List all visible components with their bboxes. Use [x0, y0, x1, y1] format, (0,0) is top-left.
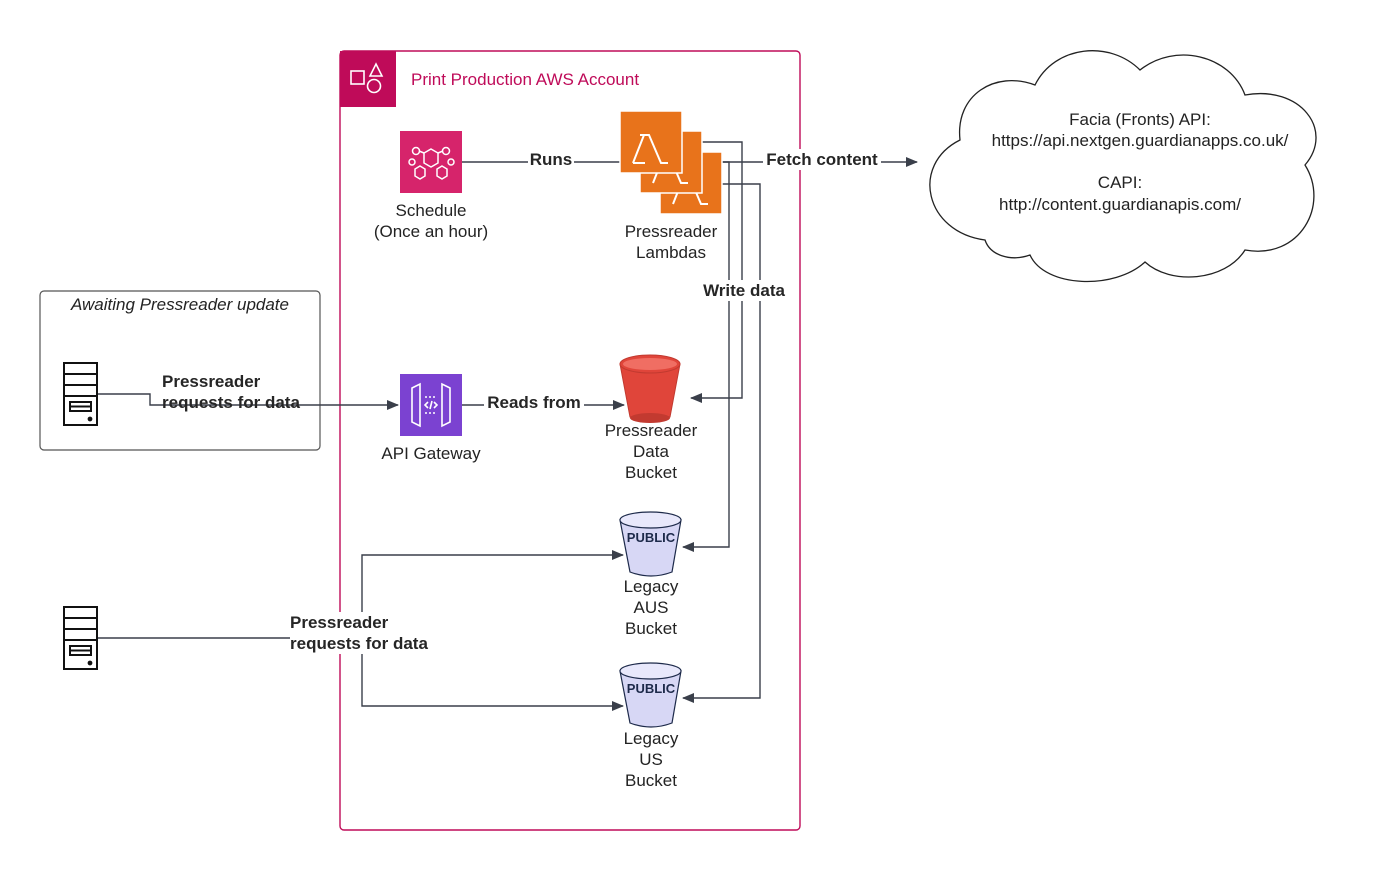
schedule-label: Schedule (Once an hour) — [373, 201, 489, 241]
lambdas-label: Pressreader Lambdas — [624, 222, 718, 262]
capi-url: http://content.guardianapis.com/ — [999, 195, 1241, 214]
server-icon — [63, 606, 98, 670]
edge-write-aus-bucket — [682, 161, 730, 552]
aws-account-border — [339, 50, 801, 831]
edge-label-requests-top: Pressreader requests for data — [162, 372, 300, 412]
edge-write-data-bucket — [681, 141, 743, 403]
edge-label-requests-bottom: Pressreader requests for data — [290, 612, 438, 654]
public-bucket-icon: PUBLIC — [619, 511, 682, 577]
edge-label-fetch-content: Fetch content — [763, 149, 881, 170]
facia-api-title: Facia (Fronts) API: — [1069, 110, 1211, 129]
aws-account-title: Print Production AWS Account — [411, 70, 640, 89]
aws-account-group-icon — [340, 51, 396, 107]
us-bucket-badge: PUBLIC — [627, 681, 676, 696]
edge-write-us-bucket — [682, 183, 761, 703]
data-bucket-label: Pressreader Data Bucket — [604, 421, 698, 482]
edge-label-reads-from: Reads from — [484, 392, 584, 413]
lambda-icon — [619, 110, 723, 215]
s3-bucket-icon — [619, 354, 681, 423]
edge-label-write-data: Write data — [699, 280, 789, 301]
aus-bucket-badge: PUBLIC — [627, 530, 676, 545]
awaiting-group-title: Awaiting Pressreader update — [71, 295, 289, 314]
awaiting-group-border — [39, 290, 321, 451]
facia-api-url: https://api.nextgen.guardianapps.co.uk/ — [991, 131, 1289, 150]
edge-requests-to-aus — [361, 550, 624, 638]
us-bucket-label: Legacy US Bucket — [623, 729, 679, 790]
public-bucket-icon: PUBLIC — [619, 662, 682, 728]
api-gateway-icon — [400, 374, 462, 436]
edge-requests-top — [98, 393, 399, 410]
eventbridge-schedule-icon — [400, 131, 462, 193]
server-icon — [63, 362, 98, 426]
edge-requests-to-us — [361, 638, 624, 711]
api-gateway-label: API Gateway — [381, 444, 481, 463]
capi-title: CAPI: — [1097, 173, 1143, 192]
external-apis-cloud — [929, 50, 1317, 283]
aus-bucket-label: Legacy AUS Bucket — [623, 577, 679, 638]
edge-label-runs: Runs — [528, 149, 574, 170]
